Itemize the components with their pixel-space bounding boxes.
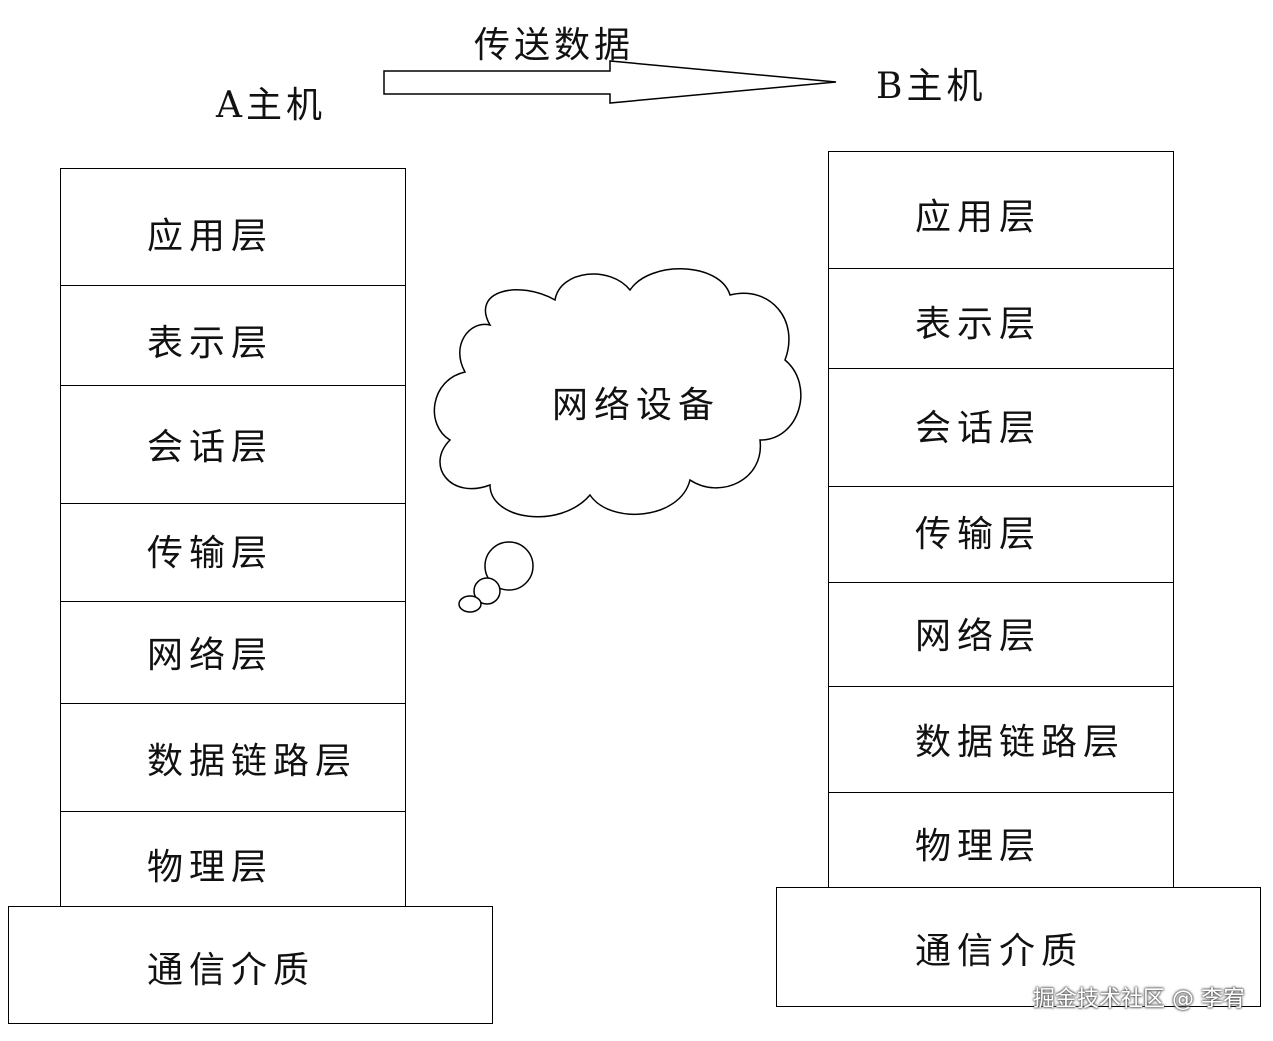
medium-label: 通信介质 (915, 931, 1084, 972)
host-a-layer-physical: 物理层 (61, 811, 405, 909)
network-cloud (433, 268, 802, 518)
watermark: 掘金技术社区 @ 李宥 (1033, 987, 1245, 1012)
layer-label: 应用层 (915, 197, 1042, 238)
layer-label: 会话层 (915, 408, 1042, 449)
host-b-layer-presentation: 表示层 (829, 268, 1173, 368)
transfer-arrow (383, 60, 837, 104)
medium-label: 通信介质 (147, 950, 316, 991)
layer-label: 网络层 (915, 616, 1042, 657)
layer-label: 数据链路层 (915, 722, 1126, 763)
cloud-bubble-medium (473, 577, 501, 605)
layer-label: 物理层 (915, 826, 1042, 867)
host-b-medium: 通信介质 (776, 887, 1261, 1007)
host-b-stack: 应用层 表示层 会话层 传输层 网络层 数据链路层 物理层 (828, 151, 1174, 889)
host-b-layer-session: 会话层 (829, 368, 1173, 486)
host-b-layer-application: 应用层 (829, 152, 1173, 268)
transfer-label: 传送数据 (474, 25, 635, 66)
host-b-layer-datalink: 数据链路层 (829, 686, 1173, 792)
layer-label: 会话层 (147, 427, 274, 468)
host-a-layer-datalink: 数据链路层 (61, 703, 405, 811)
layer-label: 应用层 (147, 216, 274, 257)
host-a-layer-session: 会话层 (61, 385, 405, 503)
layer-label: 网络层 (147, 635, 274, 676)
host-a-layer-transport: 传输层 (61, 503, 405, 601)
host-b-layer-network: 网络层 (829, 582, 1173, 686)
layer-label: 物理层 (147, 847, 274, 888)
host-a-layer-application: 应用层 (61, 169, 405, 285)
host-b-layer-transport: 传输层 (829, 486, 1173, 582)
cloud-bubble-small (458, 595, 482, 613)
host-b-title: B主机 (876, 66, 987, 107)
cloud-bubble-large (484, 541, 534, 591)
layer-label: 数据链路层 (147, 741, 358, 782)
layer-label: 传输层 (147, 533, 274, 574)
layer-label: 表示层 (147, 323, 274, 364)
layer-label: 表示层 (915, 304, 1042, 345)
host-a-layer-network: 网络层 (61, 601, 405, 703)
host-a-stack: 应用层 表示层 会话层 传输层 网络层 数据链路层 物理层 (60, 168, 406, 908)
cloud-label: 网络设备 (552, 385, 721, 426)
layer-label: 传输层 (915, 514, 1042, 555)
host-a-medium: 通信介质 (8, 906, 493, 1024)
host-a-title: A主机 (216, 85, 326, 126)
host-b-layer-physical: 物理层 (829, 792, 1173, 890)
host-a-layer-presentation: 表示层 (61, 285, 405, 385)
